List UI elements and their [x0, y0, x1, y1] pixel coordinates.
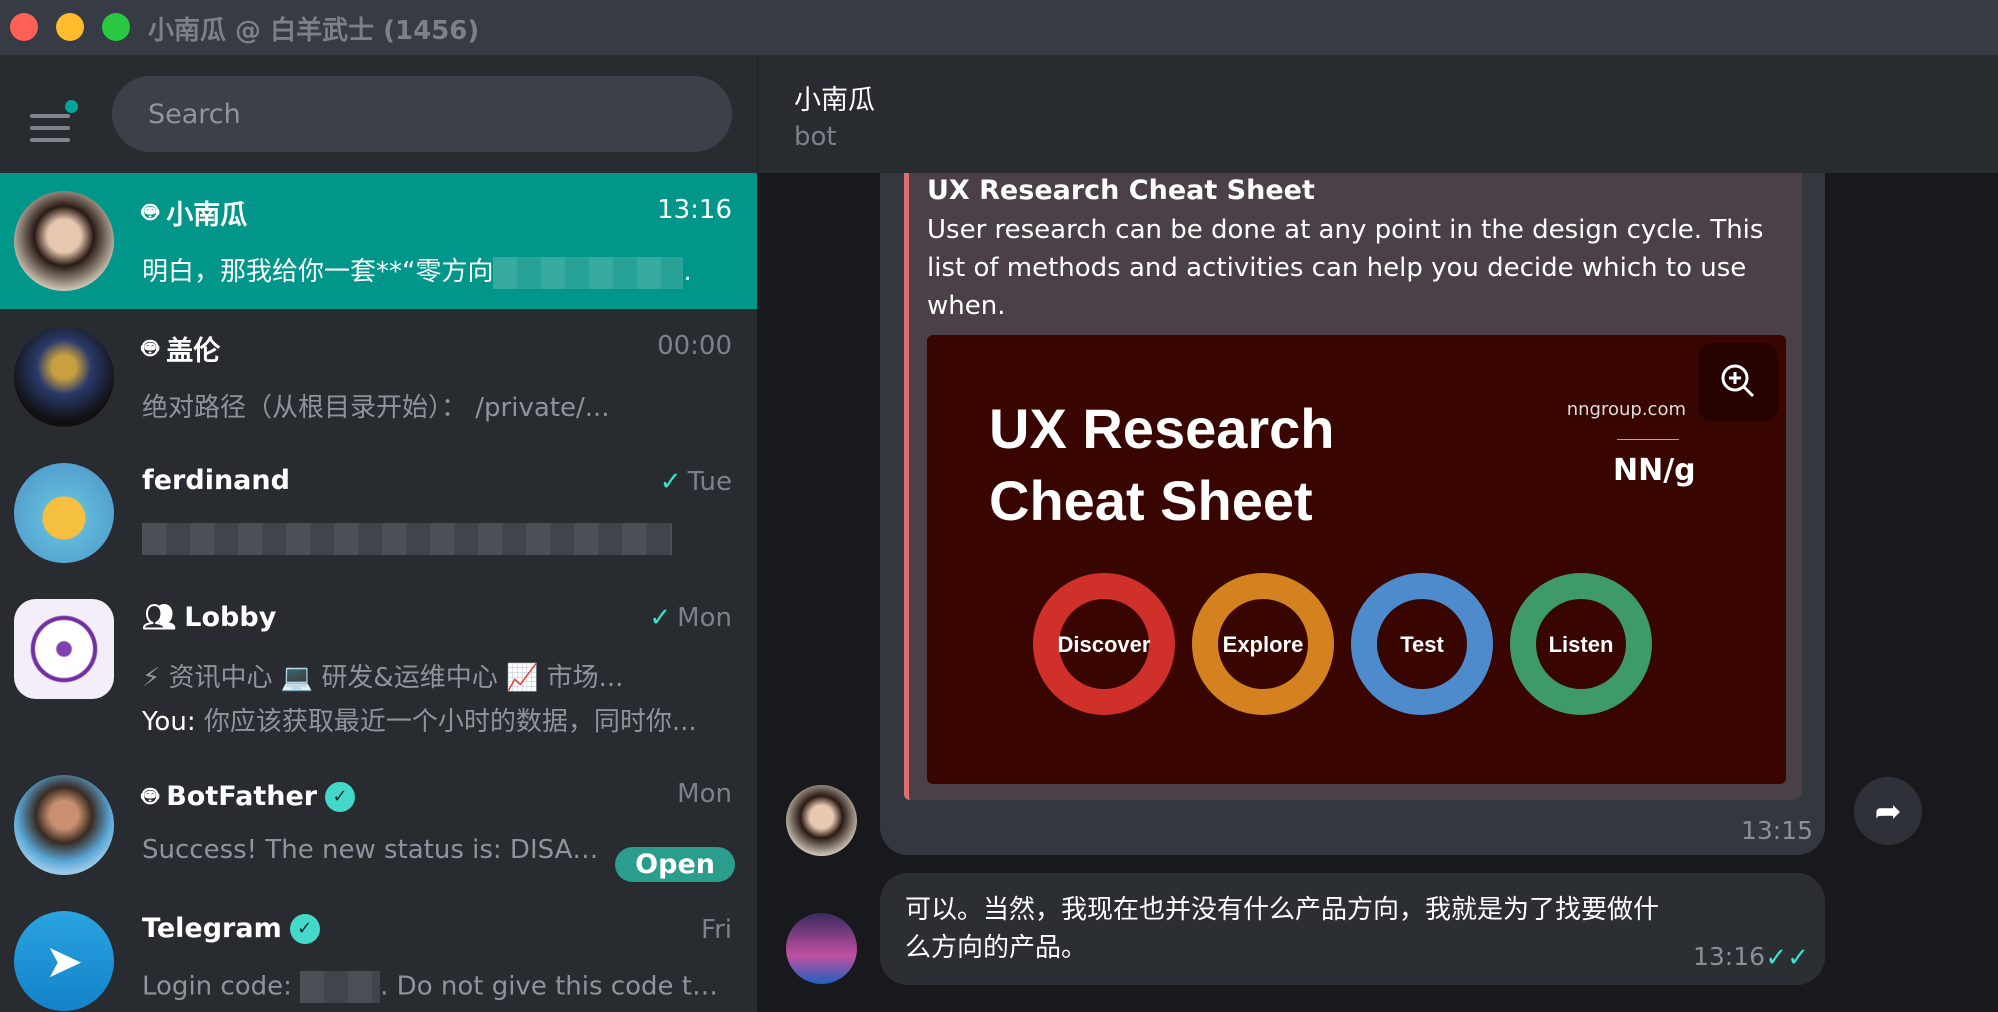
- nng-logo: NN/g: [1613, 453, 1696, 488]
- chat-item-xiaonangua[interactable]: 🤖︎小南瓜 13:16 明白，那我给你一套**“零方向.: [0, 173, 757, 309]
- cycle-label: Listen: [1549, 632, 1614, 657]
- avatar: [14, 191, 114, 291]
- close-window-button[interactable]: [10, 13, 38, 41]
- cycle-label: Test: [1400, 632, 1444, 657]
- chat-item-ferdinand[interactable]: ferdinand ✓Tue: [0, 445, 757, 581]
- sender-avatar[interactable]: [786, 785, 857, 856]
- cycle-ring-explore: [1192, 573, 1334, 715]
- chat-item-botfather[interactable]: 🤖︎BotFather✓ Mon Success! The new status…: [0, 757, 757, 893]
- forward-button[interactable]: ➦: [1854, 777, 1922, 845]
- link-preview[interactable]: UX Research Cheat Sheet User research ca…: [904, 173, 1802, 800]
- chat-item-lobby[interactable]: 👥︎Lobby ✓Mon ⚡ 资讯中心 💻 研发&运维中心 📈 市场... Yo…: [0, 581, 757, 757]
- hamburger-menu-icon[interactable]: [30, 100, 80, 142]
- open-bot-button[interactable]: Open: [615, 847, 735, 882]
- verified-badge-icon: ✓: [289, 913, 320, 944]
- zoom-in-button[interactable]: [1698, 343, 1778, 421]
- message-bubble-link-preview: UX Research Cheat Sheet User research ca…: [880, 173, 1825, 855]
- cycle-ring-discover: [1033, 573, 1175, 715]
- cycle-label: Explore: [1223, 632, 1304, 657]
- bot-icon: 🤖︎: [142, 781, 159, 812]
- maximize-window-button[interactable]: [102, 13, 130, 41]
- read-check-icon: ✓: [659, 467, 682, 497]
- redacted-text: [300, 971, 381, 1003]
- my-avatar[interactable]: [786, 913, 857, 984]
- research-cycle-diagram: Discover Explore Test Listen: [1033, 573, 1652, 715]
- chat-item-gailun[interactable]: 🤖︎盖伦 00:00 绝对路径（从根目录开始）： /private/...: [0, 309, 757, 445]
- caption-divider: [1617, 439, 1679, 440]
- minimize-window-button[interactable]: [56, 13, 84, 41]
- chat-title: 小南瓜: [794, 85, 875, 116]
- bot-icon: 🤖︎: [142, 333, 159, 364]
- search-input[interactable]: [112, 76, 732, 152]
- preview-image[interactable]: UX Research Cheat Sheet nngroup.com NN/g…: [927, 335, 1786, 784]
- chat-list-sidebar: 🤖︎小南瓜 13:16 明白，那我给你一套**“零方向. 🤖︎盖伦 00:00 …: [0, 56, 757, 1012]
- title-bar: 小南瓜 @ 白羊武士 (1456): [0, 0, 1998, 56]
- cycle-label: Discover: [1058, 632, 1151, 657]
- message-bubble-outgoing: 可以。当然，我现在也并没有什么产品方向，我就是为了找要做什么方向的产品。 13:…: [880, 873, 1825, 985]
- chat-header[interactable]: 小南瓜 bot: [757, 56, 1998, 173]
- zoom-in-icon: [1721, 364, 1755, 397]
- window-title: 小南瓜 @ 白羊武士 (1456): [148, 16, 480, 46]
- avatar: [14, 599, 114, 699]
- cycle-ring-test: [1351, 573, 1493, 715]
- redacted-text: [493, 256, 684, 289]
- chat-item-telegram[interactable]: ➤ Telegram✓ Fri Login code: . Do not giv…: [0, 893, 757, 1012]
- double-check-read-icon: ✓✓: [1765, 943, 1809, 973]
- avatar: [14, 463, 114, 563]
- verified-badge-icon: ✓: [325, 781, 356, 812]
- telegram-logo-icon: ➤: [14, 911, 114, 1011]
- read-check-icon: ✓: [649, 603, 672, 633]
- avatar: [14, 775, 114, 875]
- redacted-text: [142, 523, 672, 555]
- cycle-ring-listen: [1510, 573, 1652, 715]
- image-site-caption: nngroup.com: [1566, 399, 1686, 420]
- chat-status: bot: [794, 122, 837, 152]
- group-icon: 👥︎: [142, 602, 177, 633]
- bot-icon: 🤖︎: [142, 197, 159, 228]
- avatar: [14, 327, 114, 427]
